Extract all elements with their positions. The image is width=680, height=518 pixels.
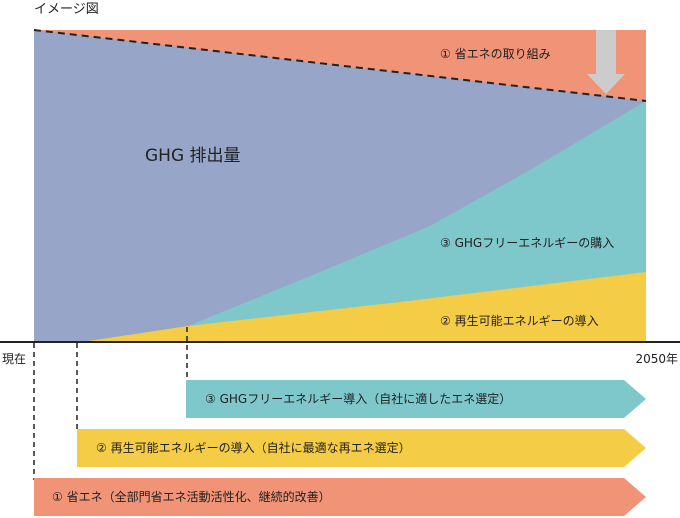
down-arrow-icon xyxy=(587,30,625,94)
arrow-renewable-label: ② 再生可能エネルギーの導入（自社に最適な再エネ選定） xyxy=(96,440,411,455)
ghg-free-area xyxy=(82,101,646,342)
renewable-area xyxy=(82,272,646,342)
diagram-title: イメージ図 xyxy=(34,2,99,17)
arrow-renewable xyxy=(77,429,646,467)
timeline-start-label: 現在 xyxy=(2,352,26,366)
arrow-energy-saving-label: ① 省エネ（全部門省エネ活動活性化、継続的改善） xyxy=(52,489,331,504)
reduction-dashed-line xyxy=(33,29,647,102)
timeline-end-label: 2050年 xyxy=(635,352,678,366)
arrow-energy-saving xyxy=(34,478,646,516)
ghg-label: GHG 排出量 xyxy=(145,146,241,166)
arrow-ghg-free-label: ③ GHGフリーエネルギー導入（自社に適したエネ選定） xyxy=(205,391,511,406)
arrow-ghg-free xyxy=(186,380,646,418)
energy-saving-label: ① 省エネの取り組み xyxy=(440,47,551,61)
ghg-free-purchase-label: ③ GHGフリーエネルギーの購入 xyxy=(440,236,614,250)
renewable-label: ② 再生可能エネルギーの導入 xyxy=(440,314,599,328)
